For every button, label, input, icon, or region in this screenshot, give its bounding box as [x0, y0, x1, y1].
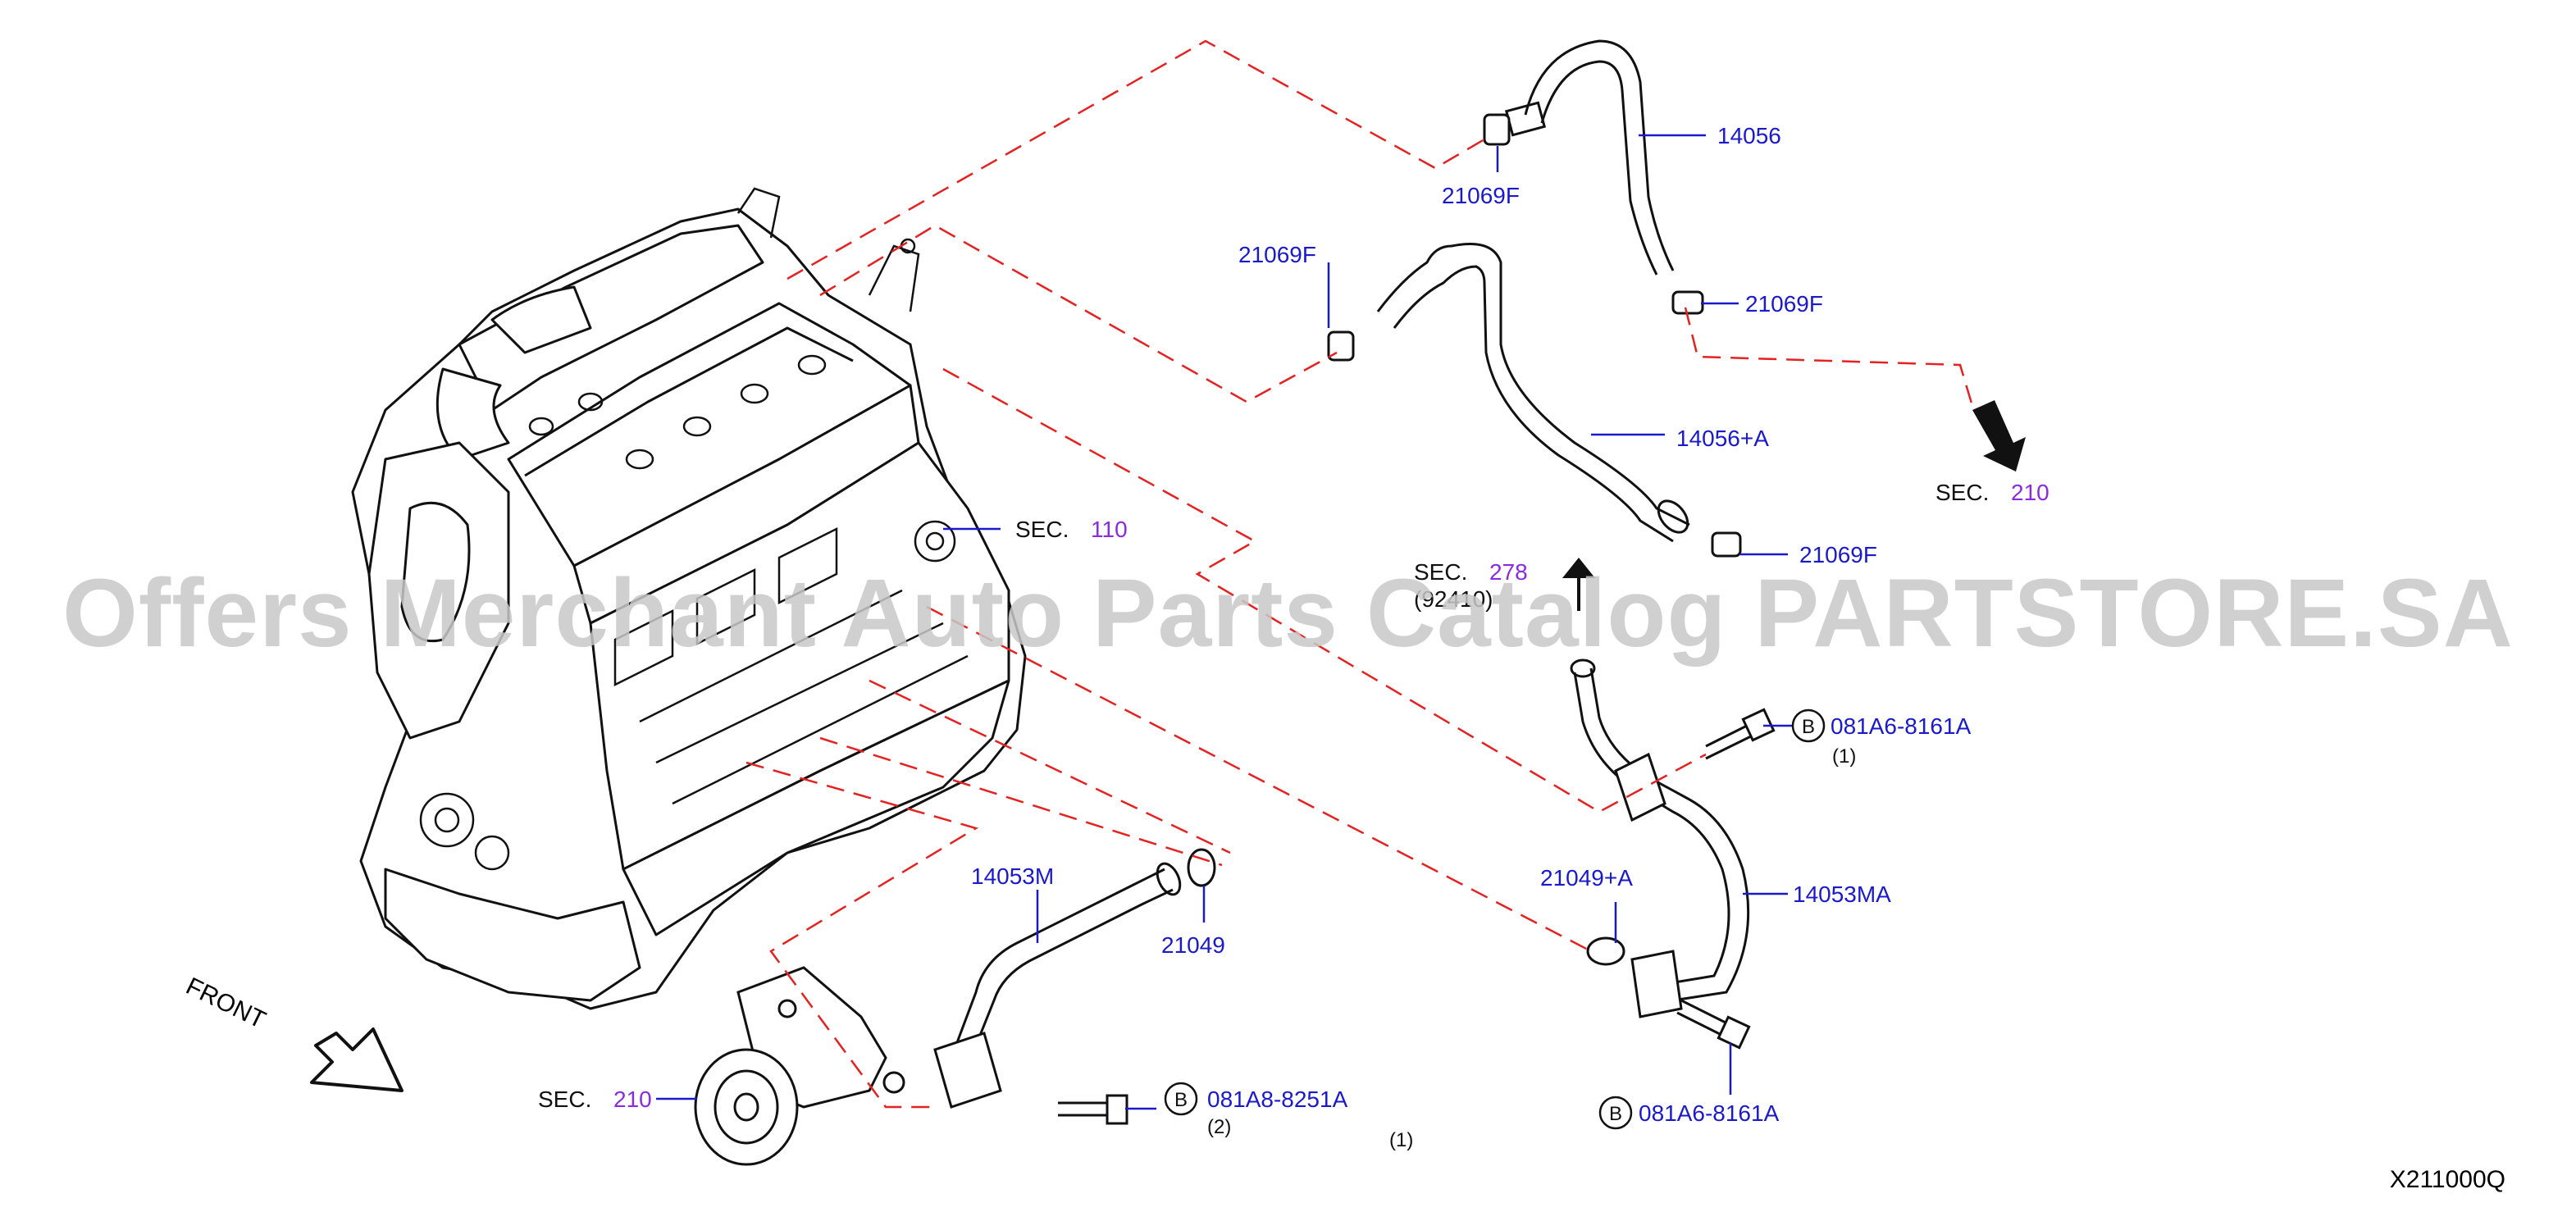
hose-14056a — [1376, 243, 1690, 543]
arrow-down-icon — [1972, 400, 2026, 472]
sec-number-110[interactable]: 110 — [1091, 517, 1128, 542]
gasket-21049a — [1586, 936, 1625, 966]
sec-label-278: SEC. — [1414, 559, 1467, 585]
bolts — [1058, 708, 1776, 1125]
qty-loose: (1) — [1389, 1129, 1413, 1151]
clamps-and-gaskets — [1187, 113, 1742, 966]
pipe-14053ma — [1570, 658, 1750, 1018]
callout-21069f-top: 21069F — [1442, 183, 1520, 208]
callout-21069f-right: 21069F — [1745, 291, 1823, 317]
front-arrow-icon — [310, 1027, 403, 1092]
leader-lines — [656, 134, 1796, 1110]
callout-081a6-bottom: 081A6-8161A — [1639, 1100, 1780, 1126]
engine-assembly — [351, 207, 1027, 1010]
callout-21049: 21049 — [1161, 932, 1225, 958]
callout-081a6-top: 081A6-8161A — [1831, 713, 1972, 739]
bolt-081a6-top — [1705, 708, 1776, 760]
bolt-symbol-label: B — [1802, 716, 1815, 738]
sec-number-210-right[interactable]: 210 — [2011, 480, 2049, 505]
bolt-081a6-bottom — [1676, 999, 1751, 1050]
qty-081a6-top: (1) — [1832, 745, 1856, 768]
callout-14053ma: 14053MA — [1793, 882, 1891, 907]
bolt-symbol-bottom — [1598, 1096, 1633, 1130]
sec-number-278[interactable]: 278 — [1489, 559, 1528, 585]
callout-14053m: 14053M — [971, 863, 1054, 889]
routing-lines — [745, 39, 1974, 1109]
drawing-code: X211000Q — [2389, 1166, 2505, 1193]
bolt-081a8 — [1058, 1094, 1128, 1125]
sec-label-210-left: SEC. — [538, 1087, 591, 1112]
engine-details — [419, 187, 969, 871]
sec-label-110: SEC. — [1015, 517, 1069, 542]
gasket-21049 — [1187, 848, 1216, 887]
sec-number-210-left[interactable]: 210 — [613, 1087, 652, 1112]
bolt-symbol-081a8 — [1164, 1082, 1198, 1116]
arrow-up-icon — [1562, 558, 1595, 611]
bolt-symbol-label: B — [1174, 1089, 1188, 1111]
callout-14056a: 14056+A — [1676, 426, 1769, 451]
hose-14056 — [1504, 39, 1675, 276]
watermark: Offers Merchant Auto Parts Catalog PARTS… — [62, 559, 2514, 667]
water-pump — [694, 966, 905, 1166]
qty-081a8: (2) — [1207, 1116, 1231, 1138]
sec-sub-278: (92410) — [1414, 586, 1493, 612]
clamp-21069f-lower — [1711, 531, 1742, 558]
bolt-symbol-top — [1791, 708, 1826, 743]
callout-14056: 14056 — [1717, 123, 1781, 148]
callout-21069f-left: 21069F — [1238, 242, 1316, 267]
clamp-21069f-top — [1483, 113, 1511, 146]
clamp-21069f-right — [1671, 290, 1704, 315]
direction-arrows — [310, 400, 2026, 1092]
callout-21049a: 21049+A — [1540, 865, 1633, 891]
callout-081a8: 081A8-8251A — [1207, 1087, 1348, 1112]
pipe-14053m — [933, 862, 1182, 1109]
bolt-symbol-label: B — [1609, 1103, 1622, 1125]
bolt-symbols — [1164, 708, 1826, 1130]
sec-label-210-right: SEC. — [1935, 480, 1989, 505]
callout-21069f-lower: 21069F — [1799, 542, 1877, 567]
